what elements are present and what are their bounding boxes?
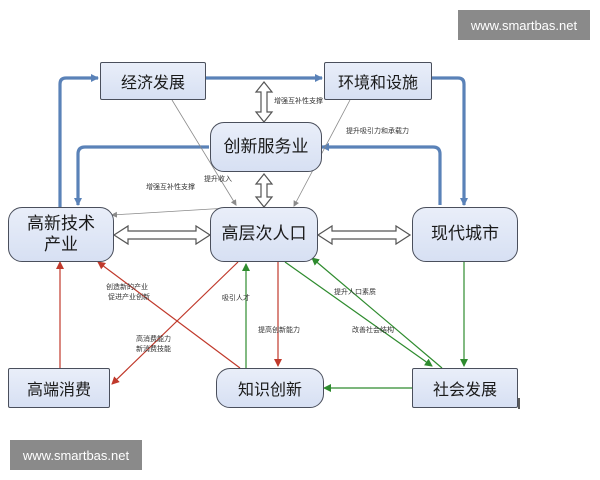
label-new-industry-1: 创造新的产业 [106, 283, 148, 291]
label-income: 提升收入 [204, 175, 232, 183]
arrow-hightech-to-economy [58, 74, 99, 207]
label-talent-attract: 吸引人才 [222, 294, 250, 302]
line-talent-to-hightech [111, 207, 229, 218]
node-knowledge-innovation: 知识创新 [216, 368, 324, 408]
node-social-development: 社会发展 [412, 368, 518, 408]
line-economy-to-talent [171, 99, 237, 206]
label-social-structure: 改善社会结构 [352, 326, 394, 334]
label-complement-top: 增强互补性支撑 [274, 97, 323, 105]
arrow-knowledge-to-hightech [97, 261, 241, 369]
watermark-bottom: www.smartbas.net [10, 440, 142, 470]
label-new-industry-2: 促进产业创新 [108, 293, 150, 301]
label-consumption-1: 高消费能力 [136, 335, 171, 343]
node-economy: 经济发展 [100, 62, 206, 100]
double-arrow-talent-modern-city [316, 224, 412, 246]
arrow-environment-to-modern-city [432, 76, 468, 206]
arrow-talent-to-high-consumption [111, 261, 239, 385]
label-consumption-2: 新消费技能 [136, 345, 171, 353]
label-innovation-ability: 提高创新能力 [258, 326, 300, 334]
label-population-quality: 提升人口素质 [334, 288, 376, 296]
arrow-service-to-hightech [74, 145, 209, 206]
node-environment: 环境和设施 [324, 62, 432, 100]
arrow-talent-to-social [284, 261, 433, 367]
label-attract: 提升吸引力和承载力 [346, 127, 409, 135]
double-arrow-service-talent [254, 173, 274, 208]
node-high-tech: 高新技术 产业 [8, 207, 114, 262]
double-arrow-environment-service [254, 81, 274, 123]
arrow-modern-city-to-service [321, 143, 442, 205]
node-high-consumption: 高端消费 [8, 368, 110, 408]
double-arrow-hightech-talent [112, 224, 212, 246]
node-innovation-service: 创新服务业 [210, 122, 322, 172]
arrow-social-to-talent [311, 257, 443, 369]
node-talent: 高层次人口 [210, 207, 318, 262]
label-complement-left: 增强互补性支撑 [146, 183, 195, 191]
watermark-top: www.smartbas.net [458, 10, 590, 40]
node-modern-city: 现代城市 [412, 207, 518, 262]
line-environment-to-talent [293, 99, 351, 207]
